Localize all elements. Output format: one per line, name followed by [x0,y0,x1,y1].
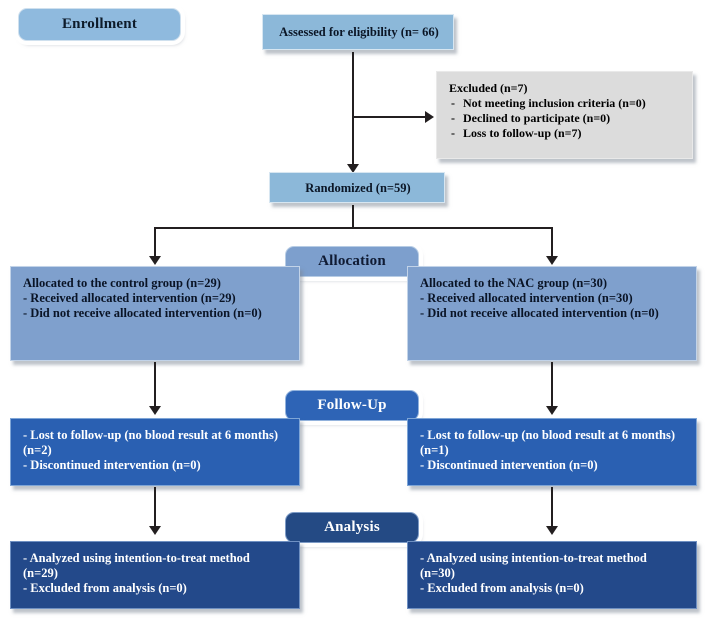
connector-assessed-to-randomized [352,52,354,167]
box-analysis-nac: - Analyzed using intention-to-treat meth… [407,541,697,609]
connector-followup-to-analysis-right [551,487,553,529]
box-randomized-text: Randomized (n=59) [305,180,411,195]
followup-control-line-1: - Lost to follow-up (no blood result at … [23,428,278,442]
connector-split-right [551,227,553,260]
box-analysis-control: - Analyzed using intention-to-treat meth… [10,541,300,609]
analysis-nac-line-3: - Excluded from analysis (n=0) [420,581,584,595]
followup-nac-line-2: (n=1) [420,443,449,457]
arrow-followup-to-analysis-left [149,526,161,535]
excluded-reason-2: Declined to participate (n=0) [449,111,682,126]
analysis-control-line-3: - Excluded from analysis (n=0) [23,581,187,595]
box-allocation-control: Allocated to the control group (n=29) - … [10,266,300,361]
followup-nac-line-1: - Lost to follow-up (no blood result at … [420,428,675,442]
stage-label-analysis-text: Analysis [324,519,380,535]
box-followup-nac: - Lost to follow-up (no blood result at … [407,418,697,486]
allocation-control-line-3: - Did not receive allocated intervention… [23,306,262,320]
connector-split-left [154,227,156,260]
excluded-reason-3: Loss to follow-up (n=7) [449,126,682,141]
allocation-nac-line-1: Allocated to the NAC group (n=30) [420,276,608,290]
connector-randomized-stem [352,205,354,228]
excluded-heading: Excluded (n=7) [449,81,528,95]
box-followup-control: - Lost to follow-up (no blood result at … [10,418,300,486]
connector-followup-to-analysis-left [154,487,156,529]
arrow-allocation-to-followup-right [546,406,558,415]
excluded-reason-1: Not meeting inclusion criteria (n=0) [449,96,682,111]
box-randomized: Randomized (n=59) [269,172,445,203]
followup-nac-line-3: - Discontinued intervention (n=0) [420,458,598,472]
stage-label-allocation: Allocation [285,246,419,277]
allocation-control-line-1: Allocated to the control group (n=29) [23,276,221,290]
stage-label-allocation-text: Allocation [318,253,386,269]
arrow-followup-to-analysis-right [546,526,558,535]
box-assessed-text: Assessed for eligibility (n= 66) [279,25,439,39]
stage-label-followup: Follow-Up [285,390,419,421]
followup-control-line-3: - Discontinued intervention (n=0) [23,458,201,472]
stage-label-enrollment-text: Enrollment [61,16,138,32]
allocation-nac-line-2: - Received allocated intervention (n=30) [420,291,633,305]
connector-allocation-to-followup-left [154,362,156,409]
arrow-allocation-to-followup-left [149,406,161,415]
arrow-to-excluded [425,111,434,123]
analysis-control-line-2: (n=29) [23,566,58,580]
arrow-assessed-to-randomized [347,164,359,173]
arrow-split-left [149,256,161,265]
connector-assessed-to-excluded [352,116,428,118]
stage-label-followup-text: Follow-Up [317,397,387,413]
arrow-split-right [546,256,558,265]
allocation-nac-line-3: - Did not receive allocated intervention… [420,306,659,320]
stage-label-enrollment: Enrollment [18,8,181,41]
allocation-control-line-2: - Received allocated intervention (n=29) [23,291,236,305]
connector-allocation-to-followup-right [551,362,553,409]
analysis-control-line-1: - Analyzed using intention-to-treat meth… [23,551,250,565]
box-allocation-nac: Allocated to the NAC group (n=30) - Rece… [407,266,697,361]
box-excluded: Excluded (n=7) Not meeting inclusion cri… [436,71,693,159]
followup-control-line-2: (n=2) [23,443,52,457]
analysis-nac-line-1: - Analyzed using intention-to-treat meth… [420,551,647,565]
stage-label-analysis: Analysis [285,512,419,543]
analysis-nac-line-2: (n=30) [420,566,455,580]
connector-randomized-split [154,227,552,229]
box-assessed-for-eligibility: Assessed for eligibility (n= 66) [262,14,454,50]
